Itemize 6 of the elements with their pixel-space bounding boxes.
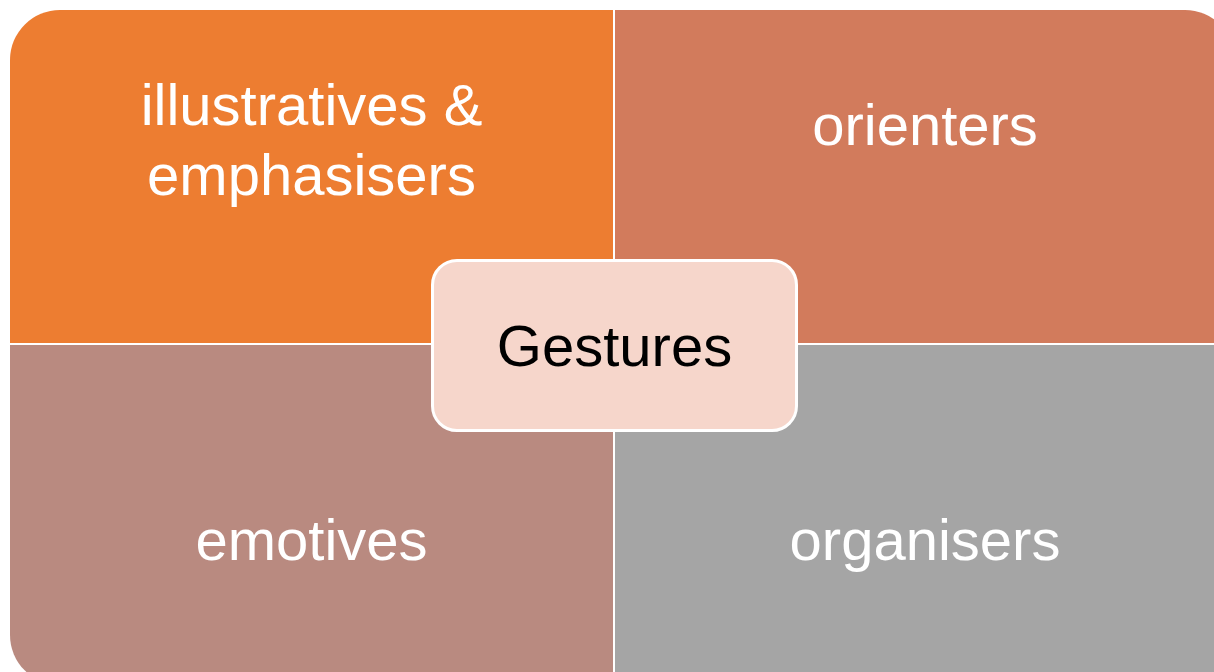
quadrant-label: emotives	[195, 506, 428, 574]
quadrant-label: organisers	[789, 506, 1061, 574]
quadrant-label: orienters	[812, 91, 1038, 159]
quadrant-label: illustratives & emphasisers	[139, 71, 484, 209]
center-box	[431, 259, 798, 432]
center-label: Gestures	[496, 313, 733, 378]
